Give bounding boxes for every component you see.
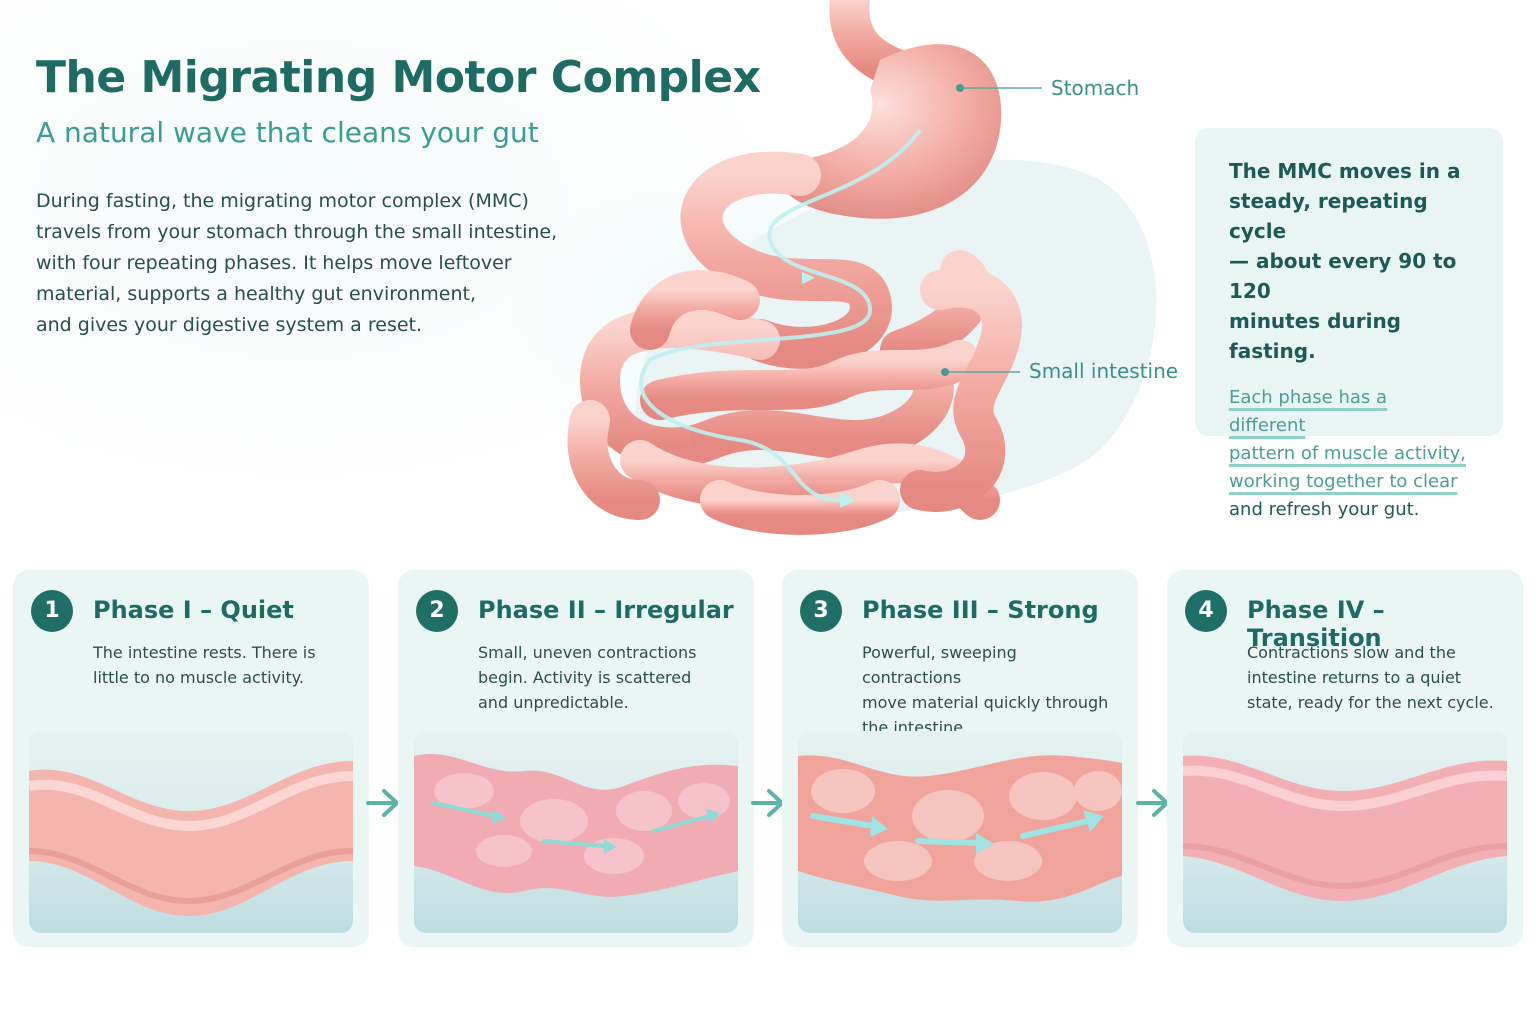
intro-line: During fasting, the migrating motor comp… (36, 190, 529, 212)
phase-2-intestine-illustration (414, 731, 738, 933)
phase-card-3: 3 Phase III – Strong Powerful, sweeping … (782, 570, 1138, 947)
phase-title: Phase II – Irregular (478, 596, 734, 624)
phase-description-line: move material quickly through (862, 693, 1109, 712)
page-subtitle: A natural wave that cleans your gut (36, 116, 539, 149)
phase-1-intestine-illustration (29, 731, 353, 933)
duodenum (680, 151, 892, 369)
info-underlined-line: pattern of muscle activity, (1229, 443, 1467, 464)
digestive-tract-illustration (540, 0, 1200, 545)
transition-intestine-svg (1183, 755, 1507, 901)
flow-arrow-icon (802, 272, 815, 284)
info-strong-line: steady, repeating cycle (1229, 189, 1428, 243)
stomach-callout-dot (956, 84, 964, 92)
phase-card-2: 2 Phase II – Irregular Small, uneven con… (398, 570, 754, 947)
irregular-intestine-svg (414, 753, 738, 897)
flow-path (639, 128, 922, 502)
stomach-intestine-svg (567, 0, 1157, 535)
info-card-headline: The MMC moves in a steady, repeating cyc… (1229, 156, 1469, 366)
intro-line: travels from your stomach through the sm… (36, 221, 558, 243)
phase-description: Contractions slow and the intestine retu… (1247, 640, 1497, 715)
phase-description-line: Contractions slow and the (1247, 643, 1456, 662)
phase-description-line: begin. Activity is scattered (478, 668, 692, 687)
phase-description-line: intestine returns to a quiet (1247, 668, 1462, 687)
info-card-body: Each phase has a different pattern of mu… (1229, 384, 1469, 524)
relaxed-intestine-svg (29, 761, 353, 916)
phase-number-badge: 1 (31, 590, 73, 632)
mmc-cycle-info-card: The MMC moves in a steady, repeating cyc… (1195, 128, 1503, 520)
phase-4-intestine-illustration (1183, 731, 1507, 933)
phase-description-line: and unpredictable. (478, 693, 629, 712)
phase-description: The intestine rests. There is little to … (93, 640, 343, 690)
phase-description-line: little to no muscle activity. (93, 668, 304, 687)
arrow-right-icon (366, 789, 399, 817)
phase-card-1: 1 Phase I – Quiet The intestine rests. T… (13, 570, 369, 947)
flow-arrow-icon (840, 492, 856, 508)
info-plain-line: and refresh your gut. (1229, 499, 1420, 520)
phase-description-line: The intestine rests. There is (93, 643, 316, 662)
phase-title: Phase III – Strong (862, 596, 1099, 624)
phase-card-4: 4 Phase IV – Transition Contractions slo… (1167, 570, 1523, 947)
phase-title: Phase IV – Transition (1247, 596, 1385, 652)
phase-description: Small, uneven contractions begin. Activi… (478, 640, 728, 715)
info-underlined-line: working together to clear (1229, 471, 1458, 492)
page-title: The Migrating Motor Complex (36, 52, 761, 103)
phase-description-line: state, ready for the next cycle. (1247, 693, 1494, 712)
intro-paragraph: During fasting, the migrating motor comp… (36, 186, 566, 341)
stomach-label: Stomach (1051, 76, 1140, 100)
phase-description: Powerful, sweeping contractions move mat… (862, 640, 1112, 740)
phase-number-badge: 3 (800, 590, 842, 632)
strong-contraction-intestine-svg (798, 755, 1122, 902)
intro-line: and gives your digestive system a reset. (36, 314, 423, 336)
intestine-callout-dot (941, 368, 949, 376)
phase-number-badge: 2 (416, 590, 458, 632)
phase-description-line: Powerful, sweeping contractions (862, 643, 1017, 687)
info-underlined-line: Each phase has a different (1229, 387, 1388, 436)
info-strong-line: The MMC moves in a (1229, 159, 1461, 183)
phase-3-intestine-illustration (798, 731, 1122, 933)
small-intestine-coils (567, 250, 1022, 535)
phase-number-badge: 4 (1185, 590, 1227, 632)
phase-description-line: Small, uneven contractions (478, 643, 697, 662)
small-intestine-label: Small intestine (1029, 359, 1179, 383)
info-strong-line: — about every 90 to 120 (1229, 249, 1457, 303)
phase-title: Phase I – Quiet (93, 596, 294, 624)
intro-line: material, supports a healthy gut environ… (36, 283, 477, 305)
intro-line: with four repeating phases. It helps mov… (36, 252, 512, 274)
stomach (779, 44, 1002, 219)
info-strong-line: minutes during fasting. (1229, 309, 1401, 363)
